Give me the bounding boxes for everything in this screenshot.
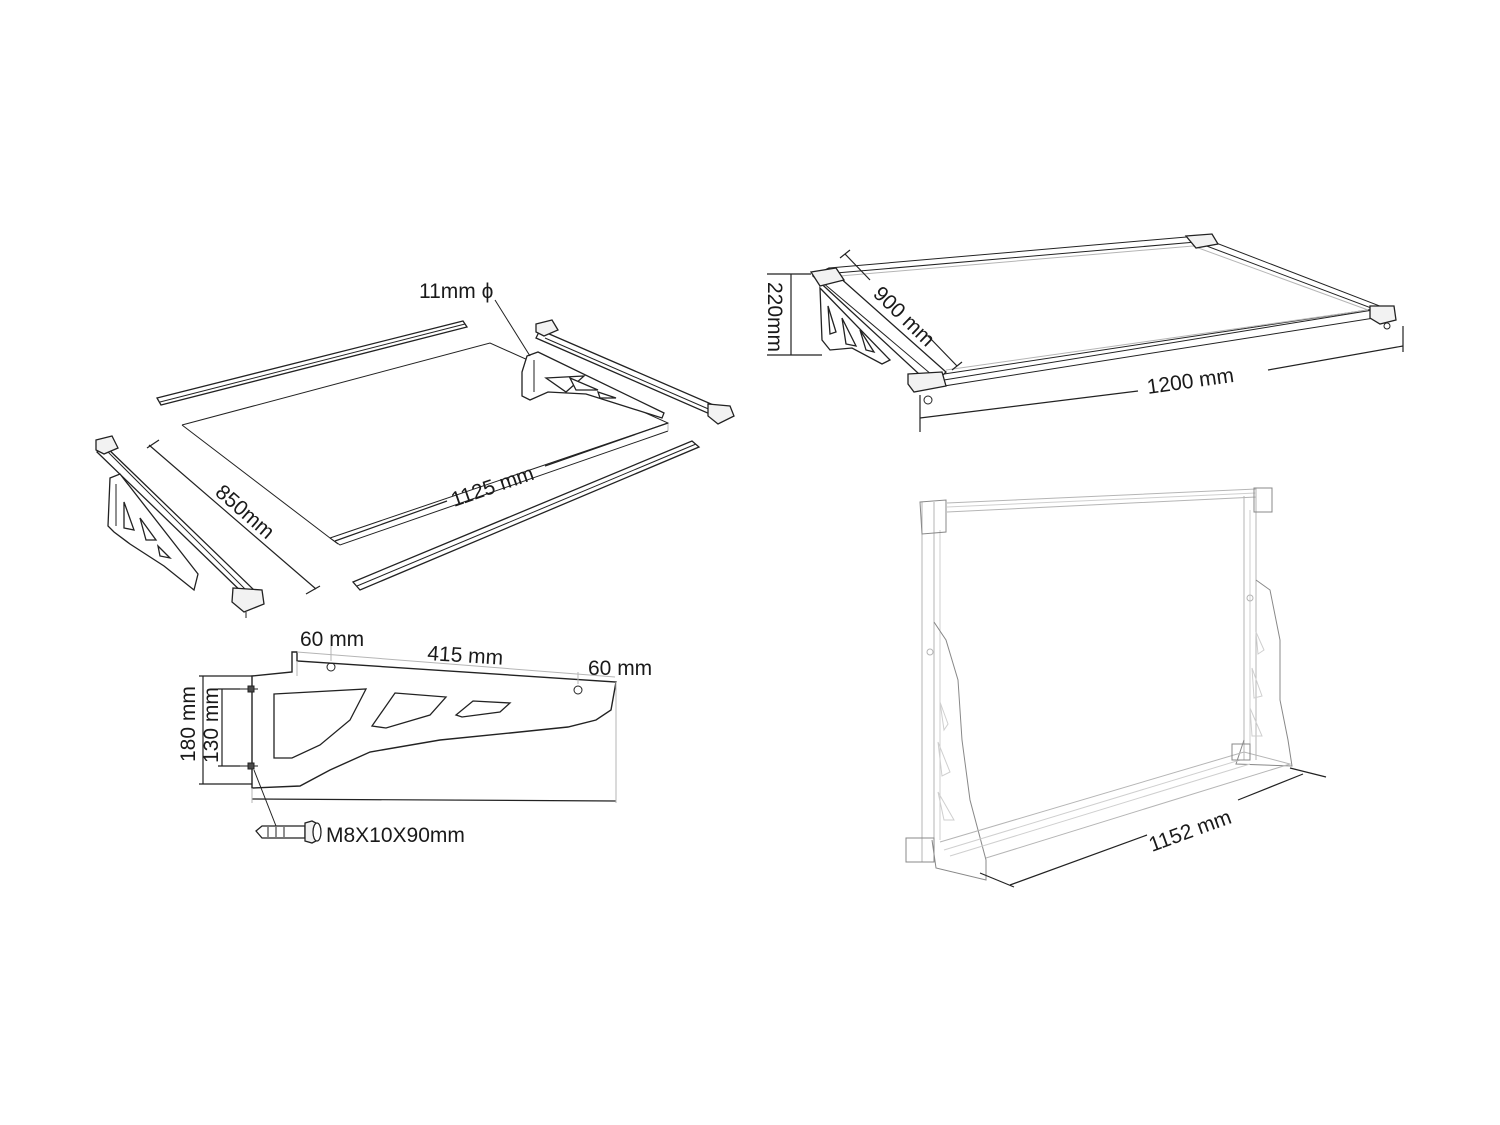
- assembled-width-label: 1200 mm: [1145, 364, 1235, 399]
- back-rail: [156, 320, 469, 406]
- bolt-spec-label: M8X10X90mm: [326, 824, 465, 847]
- hole-spacing-label: 415 mm: [427, 642, 504, 670]
- front-width-label: 1152 mm: [1146, 806, 1235, 857]
- assembled-height-label: 220mm: [763, 282, 786, 352]
- front-view: 1152 mm: [905, 487, 1327, 888]
- left-offset-label: 60 mm: [300, 628, 364, 651]
- bolt: [255, 820, 322, 844]
- bracket-detail: 60 mm 415 mm 60 mm 180 mm 130 mm M8X10X9…: [177, 628, 652, 847]
- right-bracket: [521, 351, 665, 419]
- panel-width-label: 1125 mm: [448, 462, 537, 512]
- height-total-label: 180 mm: [177, 686, 200, 762]
- left-bracket: [107, 473, 199, 592]
- dim-1125: [334, 422, 669, 542]
- dim-850: [146, 439, 321, 595]
- right-arm: [535, 319, 735, 425]
- panel-depth-label: 850mm: [211, 480, 279, 543]
- assembled-view: 220mm 900 mm 1200 mm: [763, 233, 1404, 432]
- right-offset-label: 60 mm: [588, 657, 652, 680]
- left-arm: [95, 435, 265, 618]
- height-holes-label: 130 mm: [200, 687, 223, 763]
- front-rail: [351, 440, 701, 591]
- hole-leader: [494, 299, 531, 357]
- hole-diameter-label: 11mm ϕ: [419, 280, 493, 303]
- exploded-view: 850mm 1125 mm 11mm ϕ: [95, 280, 735, 618]
